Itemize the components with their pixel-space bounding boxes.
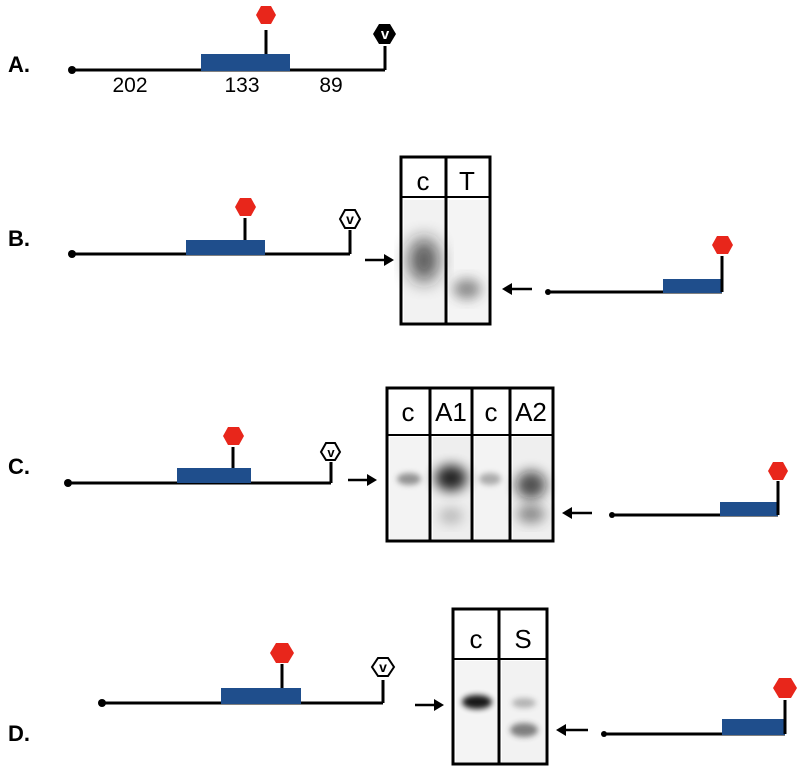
panel-a-v-text: v bbox=[381, 26, 390, 43]
panel-a-v-marker bbox=[373, 24, 396, 44]
panel-c: C. v bbox=[8, 386, 788, 543]
panel-d-arrow-out bbox=[556, 724, 588, 736]
panel-c-arrow-out bbox=[562, 507, 592, 519]
panel-b-band-t bbox=[453, 279, 481, 299]
panel-c-lane-label-2: A1 bbox=[435, 397, 467, 427]
panel-a-seg-3: 89 bbox=[319, 74, 342, 97]
panel-b-arrow-out bbox=[502, 283, 532, 295]
panel-c-lane-label-3: c bbox=[485, 397, 498, 427]
panel-d-label: D. bbox=[8, 721, 30, 746]
panel-c-band-lane1 bbox=[397, 473, 421, 485]
panel-b-fragment-hexagon bbox=[712, 236, 733, 254]
panel-d-hexagon-marker bbox=[270, 643, 294, 663]
panel-c-fragment bbox=[609, 462, 788, 518]
panel-a: A. v 202 133 89 bbox=[8, 6, 396, 97]
panel-d-fragment bbox=[601, 678, 797, 737]
panel-b-fragment-box bbox=[663, 279, 722, 293]
panel-b-fragment bbox=[545, 236, 733, 295]
panel-c-band-lane2-lower bbox=[439, 508, 463, 524]
panel-a-seg-2: 133 bbox=[224, 74, 259, 97]
panel-d: D. v c S bbox=[8, 607, 797, 766]
panel-d-band-s-lower bbox=[510, 723, 538, 737]
panel-a-gene-box bbox=[201, 54, 290, 71]
panel-b-hexagon-marker bbox=[235, 198, 256, 216]
panel-b-construct: v bbox=[68, 198, 362, 258]
panel-b-lane-label-2: T bbox=[459, 166, 475, 196]
panel-c-band-lane4-upper bbox=[516, 471, 546, 499]
panel-d-gel: c S bbox=[451, 607, 549, 766]
panel-d-lane-label-2: S bbox=[514, 624, 531, 654]
panel-a-hexagon-marker bbox=[256, 6, 276, 24]
panel-d-fragment-hexagon bbox=[773, 678, 797, 698]
panel-c-arrow-in bbox=[348, 474, 377, 486]
panel-c-v-text: v bbox=[327, 445, 335, 460]
panel-b-v-marker bbox=[338, 209, 362, 229]
panel-d-v-text: v bbox=[379, 659, 387, 675]
panel-c-lane-label-1: c bbox=[402, 397, 415, 427]
panel-c-fragment-hexagon bbox=[768, 462, 788, 480]
panel-b: B. v c T bbox=[8, 155, 733, 326]
panel-c-band-lane4-lower bbox=[517, 505, 545, 523]
panel-a-seg-1: 202 bbox=[112, 74, 147, 97]
panel-c-band-lane3 bbox=[479, 473, 501, 485]
panel-d-fragment-box bbox=[722, 719, 785, 735]
panel-b-label: B. bbox=[8, 226, 30, 251]
panel-c-label: C. bbox=[8, 454, 30, 479]
panel-c-gel: c A1 c A2 bbox=[385, 386, 555, 543]
panel-b-lane-label-1: c bbox=[417, 166, 430, 196]
panel-c-construct: v bbox=[64, 427, 342, 487]
panel-d-gene-box bbox=[221, 688, 301, 704]
panel-a-construct: v 202 133 89 bbox=[68, 6, 396, 97]
panel-b-lane-t-bg bbox=[449, 200, 488, 322]
panel-c-v-marker bbox=[319, 442, 342, 461]
panel-d-v-marker bbox=[370, 657, 396, 677]
panel-b-band-c bbox=[409, 238, 439, 282]
panel-a-label: A. bbox=[8, 52, 30, 77]
panel-c-hexagon-marker bbox=[223, 427, 244, 445]
panel-b-gene-box bbox=[186, 240, 265, 255]
panel-d-construct: v bbox=[98, 643, 396, 707]
panel-b-arrow-in bbox=[365, 254, 394, 266]
panel-b-v-text: v bbox=[346, 211, 354, 227]
panel-c-gene-box bbox=[177, 468, 251, 483]
panel-b-gel: c T bbox=[399, 155, 492, 326]
panel-d-band-c bbox=[462, 695, 492, 709]
panel-d-arrow-in bbox=[415, 699, 444, 711]
panel-c-band-lane2-upper bbox=[435, 465, 467, 491]
panel-d-band-s-upper bbox=[512, 698, 536, 708]
panel-c-lane-label-4: A2 bbox=[515, 397, 547, 427]
panel-c-fragment-box bbox=[720, 502, 778, 516]
panel-d-lane-label-1: c bbox=[470, 624, 483, 654]
